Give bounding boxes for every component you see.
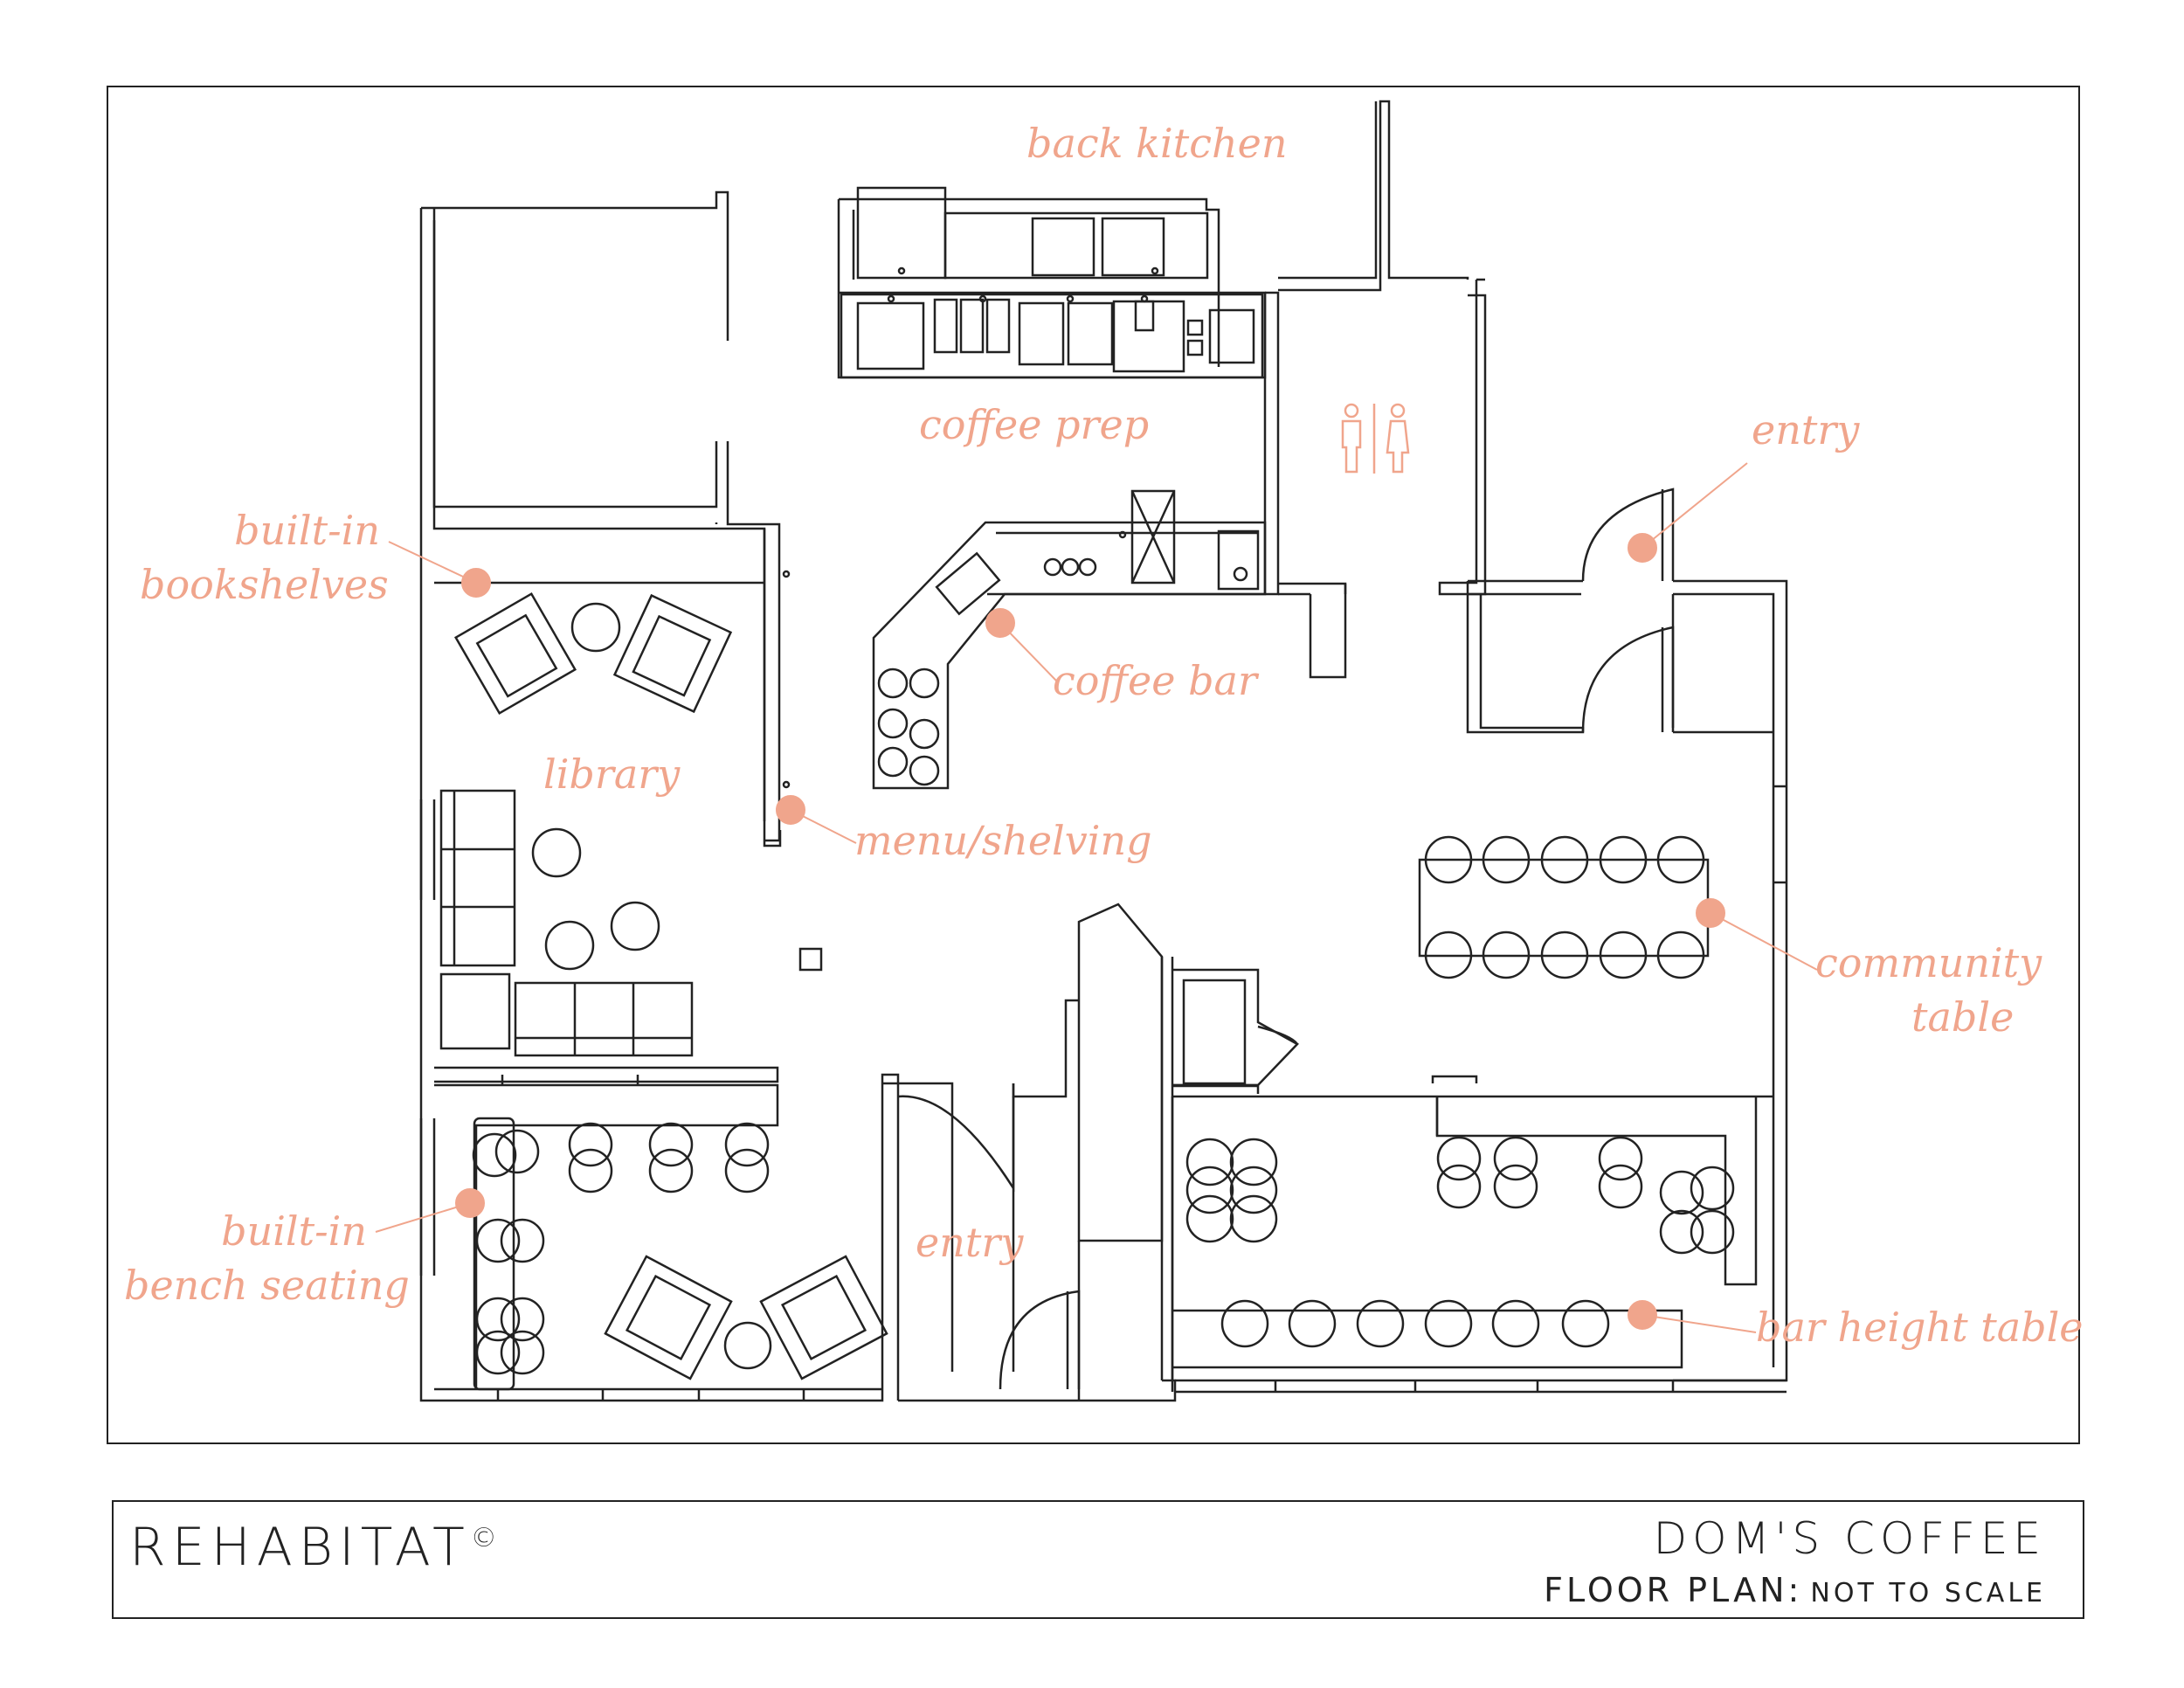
callout-dot-entry-right	[1628, 533, 1657, 563]
project-title: DOM'S COFFEE	[1653, 1513, 2046, 1564]
subtitle-note: NOT TO SCALE	[1810, 1578, 2046, 1608]
label-back-kitchen: back kitchen	[1026, 120, 1288, 167]
callout-dot-bookshelves	[461, 568, 491, 598]
doors	[897, 488, 1675, 1390]
label-built-in-bench-line1: built-in	[221, 1207, 367, 1255]
coffee-bar-counter	[872, 489, 1267, 790]
drawing-subtitle: FLOOR PLAN: NOT TO SCALE	[1544, 1571, 2046, 1609]
subtitle-main: FLOOR PLAN:	[1544, 1571, 1803, 1609]
restroom-icon	[1341, 403, 1410, 474]
label-built-in-bookshelves-line2: bookshelves	[140, 561, 389, 608]
callout-dot-coffee-bar	[985, 608, 1015, 638]
brand-text: REHABITAT	[129, 1517, 471, 1578]
brand-name: REHABITAT©	[129, 1517, 497, 1578]
label-built-in-bench-line2: bench seating	[124, 1262, 410, 1309]
copyright-mark: ©	[470, 1523, 497, 1553]
label-entry-main: entry	[916, 1219, 1024, 1266]
label-menu-shelving: menu/shelving	[854, 817, 1152, 864]
bar-height-table-area	[1172, 1097, 1758, 1369]
bench-seating-area	[434, 1075, 888, 1391]
label-entry-right: entry	[1752, 406, 1860, 453]
library-furniture	[434, 529, 823, 1057]
community-table	[1418, 835, 1710, 979]
label-coffee-bar: coffee bar	[1053, 657, 1257, 704]
label-bar-height-table: bar height table	[1756, 1304, 2084, 1351]
callout-dot-bench	[455, 1188, 485, 1218]
label-built-in-bookshelves-line1: built-in	[234, 507, 380, 554]
label-community-table-line1: community	[1815, 939, 2042, 986]
callout-dot-menu-shelving	[776, 795, 805, 825]
back-kitchen-equipment	[840, 186, 1264, 379]
label-library: library	[543, 751, 681, 798]
label-community-table-line2: table	[1911, 993, 2015, 1041]
drawing-frame	[107, 86, 2080, 1444]
callout-dot-bar-height	[1628, 1300, 1657, 1330]
label-coffee-prep: coffee prep	[919, 401, 1150, 448]
callouts	[375, 462, 1818, 1333]
title-block	[112, 1500, 2084, 1619]
callout-dot-community-table	[1696, 898, 1725, 928]
